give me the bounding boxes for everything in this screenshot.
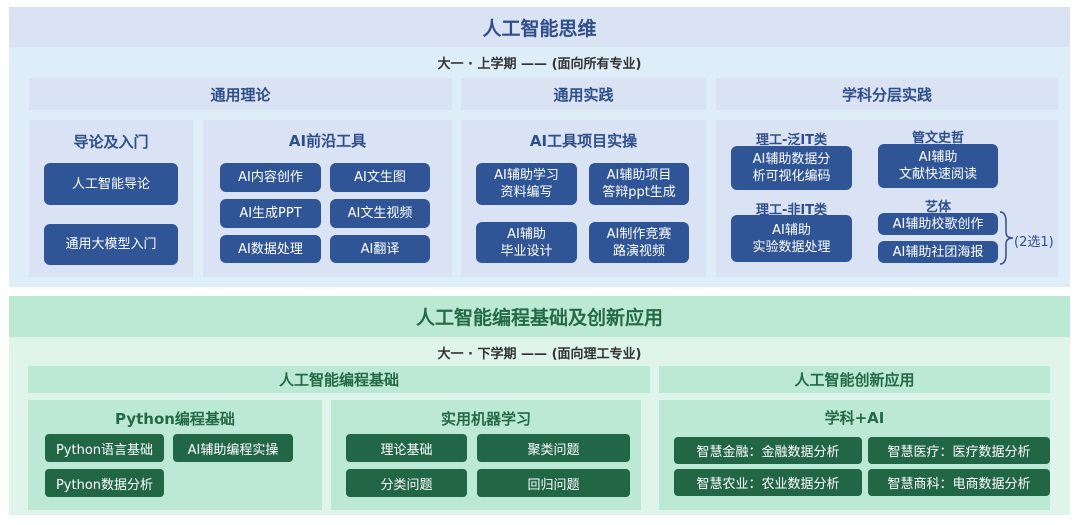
apps-title: 学科+AI bbox=[824, 408, 885, 427]
choose-note: (2选1) bbox=[1014, 235, 1054, 250]
course-item: AI辅助 实验数据处理 bbox=[731, 215, 852, 262]
course-item: AI文生视频 bbox=[330, 199, 430, 228]
python-title: Python编程基础 bbox=[115, 409, 235, 428]
course-item: AI辅助数据分 析可视化编码 bbox=[731, 146, 852, 190]
course-item: 智慧商科：电商数据分析 bbox=[868, 469, 1050, 496]
course-item: Python数据分析 bbox=[45, 469, 164, 497]
top-section-title: 人工智能思维 bbox=[9, 7, 1070, 47]
ml-title: 实用机器学习 bbox=[440, 409, 531, 428]
arts-label: 艺体 bbox=[924, 199, 951, 215]
row-header-general-theory: 通用理论 bbox=[29, 78, 452, 110]
course-item: AI辅助 文献快速阅读 bbox=[878, 144, 998, 188]
course-item: 理论基础 bbox=[346, 434, 467, 462]
course-item: 智慧金融：金融数据分析 bbox=[674, 437, 862, 464]
course-item: AI辅助校歌创作 bbox=[878, 213, 998, 235]
course-item: AI辅助项目 答辩ppt生成 bbox=[589, 163, 689, 205]
course-llm-intro: 通用大模型入门 bbox=[44, 224, 178, 265]
course-item: AI文生图 bbox=[330, 163, 430, 192]
non-it-label: 理工-非IT类 bbox=[755, 202, 828, 218]
course-item: AI生成PPT bbox=[220, 199, 321, 228]
intro-title: 导论及入门 bbox=[73, 132, 149, 151]
course-item: 智慧农业：农业数据分析 bbox=[674, 469, 862, 496]
brace-icon bbox=[999, 211, 1014, 265]
course-item: AI辅助 毕业设计 bbox=[476, 222, 577, 263]
course-item: AI内容创作 bbox=[220, 163, 321, 192]
course-item: AI辅助社团海报 bbox=[878, 241, 998, 263]
row-header-programming: 人工智能编程基础 bbox=[28, 366, 650, 393]
top-section-subtitle: 大一 · 上学期 —— (面向所有专业) bbox=[437, 56, 642, 72]
course-item: 智慧医疗：医疗数据分析 bbox=[868, 437, 1050, 464]
practice-title: AI工具项目实操 bbox=[529, 131, 638, 150]
course-item: 分类问题 bbox=[346, 469, 467, 497]
course-item: AI辅助学习 资料编写 bbox=[476, 163, 577, 205]
course-item: AI翻译 bbox=[330, 235, 430, 263]
course-ai-intro: 人工智能导论 bbox=[44, 163, 178, 205]
row-header-general-practice: 通用实践 bbox=[461, 78, 706, 110]
humanities-label: 管文史哲 bbox=[911, 130, 964, 146]
bottom-section-title: 人工智能编程基础及创新应用 bbox=[9, 296, 1070, 337]
course-item: AI制作竞赛 路演视频 bbox=[589, 222, 689, 263]
course-item: 聚类问题 bbox=[477, 434, 630, 462]
course-item: AI辅助编程实操 bbox=[173, 434, 293, 462]
course-item: AI数据处理 bbox=[220, 235, 321, 263]
it-label: 理工-泛IT类 bbox=[755, 132, 828, 148]
row-header-innovation: 人工智能创新应用 bbox=[659, 366, 1050, 393]
course-item: 回归问题 bbox=[477, 469, 630, 497]
bottom-section-subtitle: 大一 · 下学期 —— (面向理工专业) bbox=[437, 346, 642, 362]
frontier-title: AI前沿工具 bbox=[288, 131, 367, 150]
row-header-discipline-practice: 学科分层实践 bbox=[716, 78, 1058, 110]
course-item: Python语言基础 bbox=[45, 434, 164, 462]
